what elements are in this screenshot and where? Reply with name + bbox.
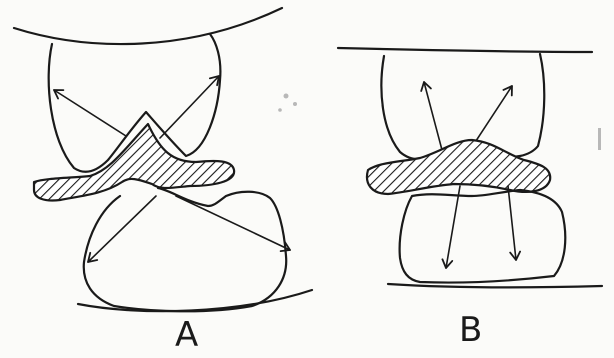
panel-a-splint xyxy=(34,124,234,201)
panel-a-lower-left-arrow xyxy=(88,196,156,262)
panel-a-upper-arch-line xyxy=(14,8,282,44)
panel-b xyxy=(338,48,602,287)
panel-a xyxy=(14,8,312,311)
panel-b-lower-left-arrow xyxy=(446,186,460,268)
panel-b-lower-right-arrow xyxy=(508,186,516,260)
panel-a-lower-right-arrow xyxy=(176,196,290,250)
panel-b-upper-left-arrow xyxy=(424,82,442,150)
panel-b-splint xyxy=(367,140,550,194)
panel-b-lower-arch-line xyxy=(388,284,602,287)
panel-b-label: B xyxy=(459,313,482,347)
panel-a-lower-tooth xyxy=(84,188,286,311)
panel-a-upper-left-arrow xyxy=(54,90,126,136)
panel-b-lower-tooth xyxy=(400,190,566,283)
panel-b-upper-arch-line xyxy=(338,48,592,52)
panel-a-lower-arch-line xyxy=(78,290,312,311)
panel-a-label: A xyxy=(175,318,198,352)
